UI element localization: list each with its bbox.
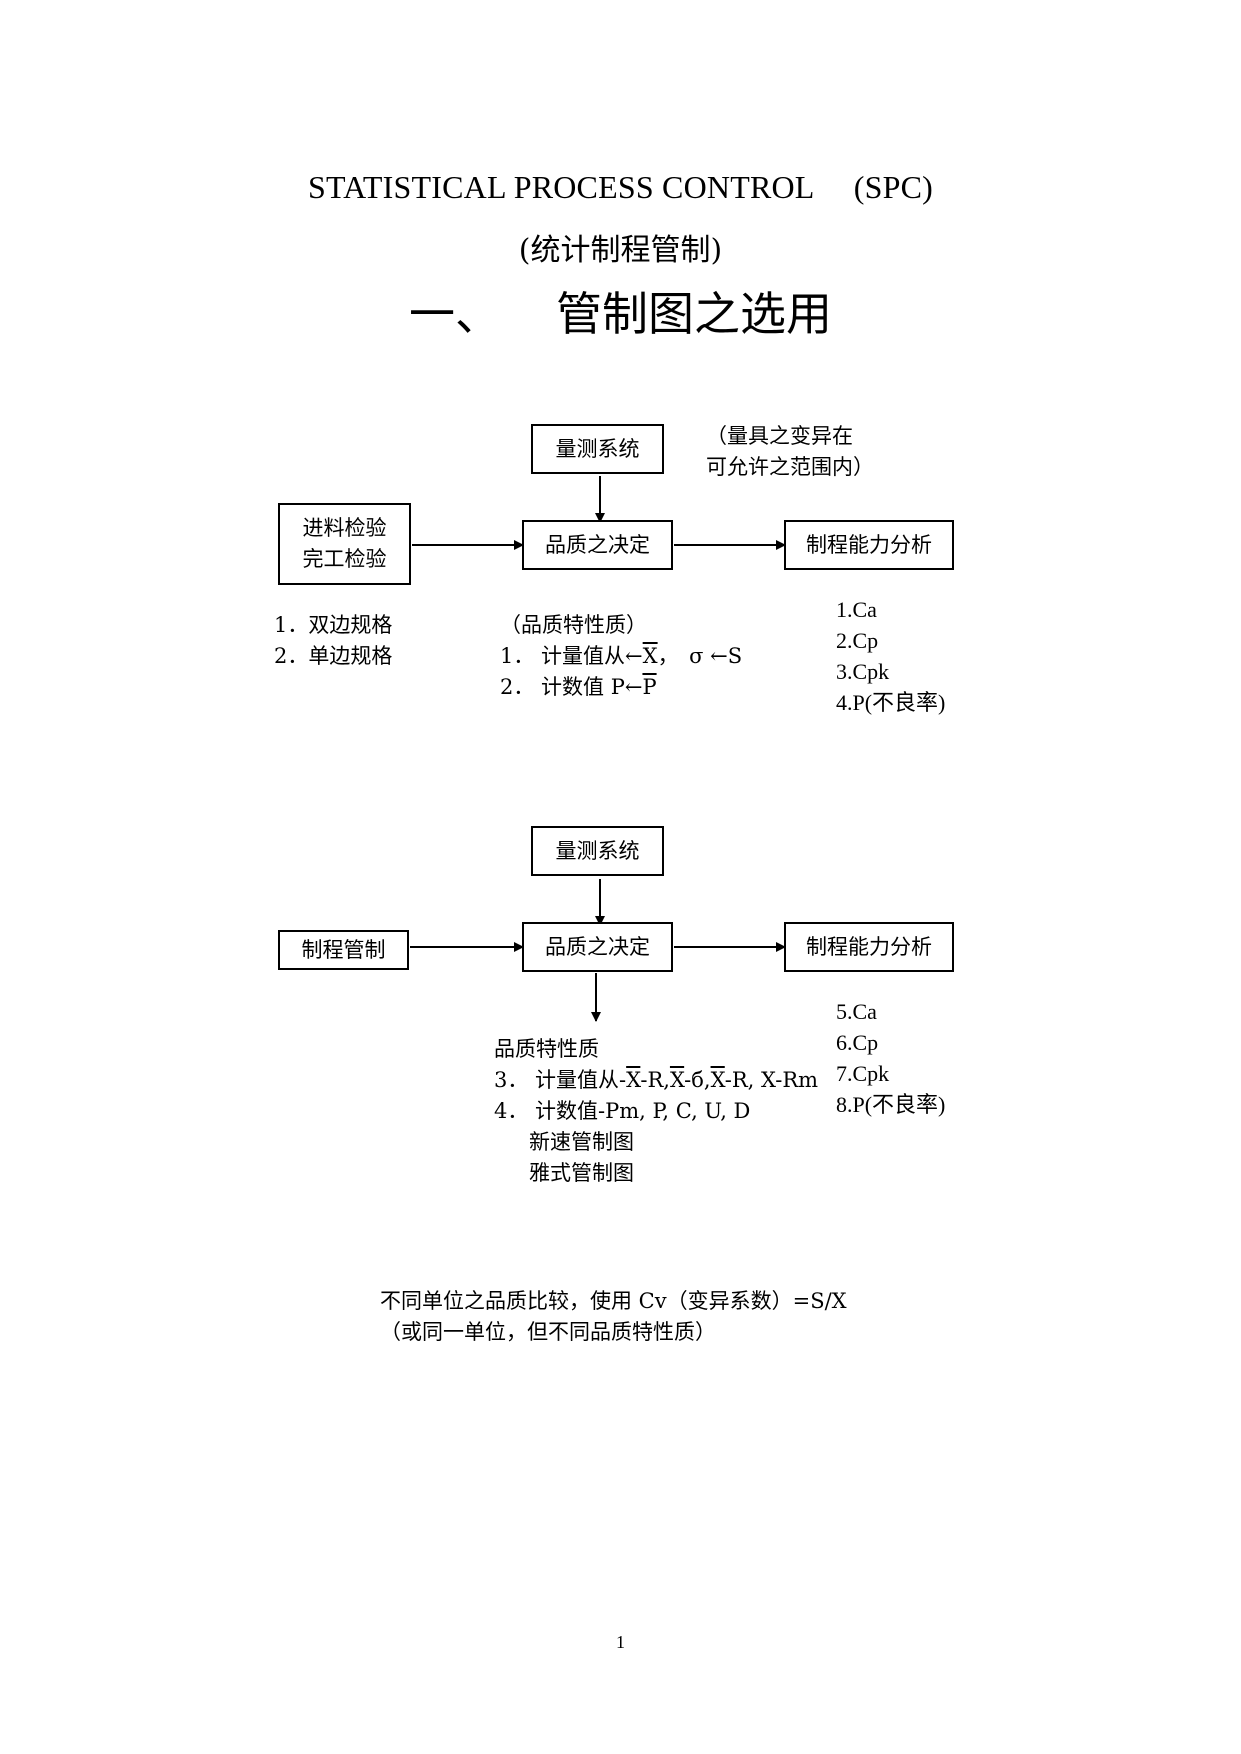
capability-list-1: 1.Ca 2.Cp 3.Cpk 4.P(不良率) <box>836 594 945 718</box>
note-line-1: 不同单位之品质比较，使用 Cv（变异系数）=S/X <box>380 1289 847 1313</box>
quality-decision-box-1: 品质之决定 <box>522 520 673 570</box>
process-control-box: 制程管制 <box>278 930 409 970</box>
capability-item-2: 2.Cp <box>836 628 879 653</box>
measurement-note: （量具之变异在 可允许之范围内） <box>706 421 874 483</box>
capability-list-2: 5.Ca 6.Cp 7.Cpk 8.P(不良率) <box>836 996 945 1120</box>
section-number: 一、 <box>409 287 501 341</box>
capability-item-7: 7.Cpk <box>836 1061 890 1086</box>
measurement-note-line-1: （量具之变异在 <box>706 424 853 448</box>
capability-item-4: 4.P(不良率) <box>836 690 946 715</box>
section-heading: 一、 管制图之选用 <box>0 278 1241 344</box>
document-title-english: STATISTICAL PROCESS CONTROL (SPC) <box>307 169 934 205</box>
quality-decision-box-2: 品质之决定 <box>522 922 673 972</box>
measurement-system-box-2: 量测系统 <box>531 826 664 876</box>
control-chart-type-2: 雅式管制图 <box>529 1161 634 1185</box>
section-title: 管制图之选用 <box>556 287 832 341</box>
note-line-2: （或同一单位，但不同品质特性质） <box>380 1320 716 1344</box>
quality-char-item-3: 3． 计量值从-X-R,X-б,X-R, X-Rm <box>494 1068 819 1092</box>
capability-analysis-box-1: 制程能力分析 <box>784 520 954 570</box>
quality-char-item-4: 4． 计数值-Pm, P, C, U, D <box>494 1099 751 1123</box>
x-bar: X <box>642 644 658 668</box>
capability-item-8: 8.P(不良率) <box>836 1092 946 1117</box>
spec-item-2: 2．单边规格 <box>274 644 393 668</box>
measurement-system-box-1: 量测系统 <box>531 424 664 474</box>
quality-char-item-1: 1． 计量值从←X， σ ←S <box>500 644 743 668</box>
notes-block: 不同单位之品质比较，使用 Cv（变异系数）=S/X （或同一单位，但不同品质特性… <box>380 1286 847 1348</box>
document-title-chinese: (统计制程管制) <box>518 233 723 268</box>
inspection-box-line-2: 完工检验 <box>302 547 387 571</box>
inspection-box: 进料检验 完工检验 <box>278 503 411 585</box>
quality-char-title-1: （品质特性质） <box>500 613 647 637</box>
capability-analysis-box-2: 制程能力分析 <box>784 922 954 972</box>
capability-item-5: 5.Ca <box>836 999 877 1024</box>
control-chart-type-1: 新速管制图 <box>529 1130 634 1154</box>
spec-list: 1．双边规格 2．单边规格 <box>274 610 392 672</box>
capability-item-6: 6.Cp <box>836 1030 879 1055</box>
inspection-box-line-1: 进料检验 <box>302 516 387 540</box>
capability-item-1: 1.Ca <box>836 597 877 622</box>
capability-item-3: 3.Cpk <box>836 659 890 684</box>
quality-char-title-2: 品质特性质 <box>494 1037 599 1061</box>
quality-char-item-2: 2． 计数值 P←P <box>500 675 657 699</box>
quality-characteristics-1: （品质特性质） 1． 计量值从←X， σ ←S 2． 计数值 P←P <box>500 610 742 703</box>
page-number: 1 <box>616 1632 625 1652</box>
measurement-note-line-2: 可允许之范围内） <box>706 455 874 479</box>
spec-item-1: 1．双边规格 <box>274 613 393 637</box>
p-bar: P <box>642 675 657 699</box>
quality-characteristics-2: 品质特性质 3． 计量值从-X-R,X-б,X-R, X-Rm 4． 计数值-P… <box>494 1034 818 1189</box>
